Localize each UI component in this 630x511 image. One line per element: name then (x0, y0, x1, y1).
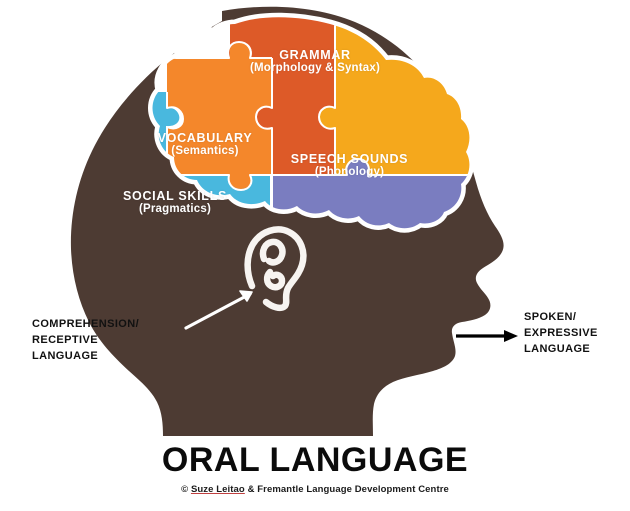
label-speech-sounds-title: SPEECH SOUNDS (290, 152, 409, 166)
puzzle-piece-vocabulary[interactable] (167, 42, 272, 189)
label-speech-sounds-subtitle: (Phonology) (314, 166, 385, 178)
label-grammar: GRAMMAR (Morphology & Syntax) (215, 48, 415, 75)
arrow-spoken (456, 330, 518, 342)
annotation-comprehension-line1: COMPREHENSION/ (32, 318, 140, 330)
annotation-comprehension: COMPREHENSION/ RECEPTIVE LANGUAGE (32, 317, 172, 365)
label-vocabulary-subtitle: (Semantics) (171, 145, 239, 157)
ear-icon (244, 226, 307, 312)
credit-symbol: © (181, 484, 189, 495)
annotation-comprehension-line3: LANGUAGE (32, 349, 99, 362)
credit-line: © Suze Leitao & Fremantle Language Devel… (0, 484, 630, 495)
annotation-comprehension-line2: RECEPTIVE (32, 333, 98, 346)
credit-rest: & Fremantle Language Development Centre (247, 484, 449, 495)
label-speech-sounds: SPEECH SOUNDS (Phonology) (272, 152, 427, 179)
label-social-skills-subtitle: (Pragmatics) (138, 203, 212, 215)
annotation-spoken-line1: SPOKEN/ (524, 311, 577, 323)
annotation-spoken-line3: LANGUAGE (524, 342, 591, 355)
label-grammar-subtitle: (Morphology & Syntax) (249, 62, 381, 74)
credit-author: Suze Leitao (190, 484, 245, 495)
page-title: ORAL LANGUAGE (161, 441, 469, 479)
label-social-skills: SOCIAL SKILLS (Pragmatics) (100, 189, 250, 216)
puzzle-piece-grammar-right[interactable] (320, 16, 472, 174)
puzzle-piece-grammar-left[interactable] (229, 16, 335, 174)
label-social-skills-title: SOCIAL SKILLS (122, 189, 228, 203)
label-vocabulary-title: VOCABULARY (157, 131, 253, 145)
arrow-comprehension (184, 290, 253, 330)
puzzle-seams (152, 17, 470, 191)
label-grammar-title: GRAMMAR (279, 48, 351, 62)
annotation-spoken: SPOKEN/ EXPRESSIVE LANGUAGE (524, 310, 629, 358)
label-vocabulary: VOCABULARY (Semantics) (130, 131, 280, 158)
annotation-spoken-line2: EXPRESSIVE (524, 326, 598, 339)
